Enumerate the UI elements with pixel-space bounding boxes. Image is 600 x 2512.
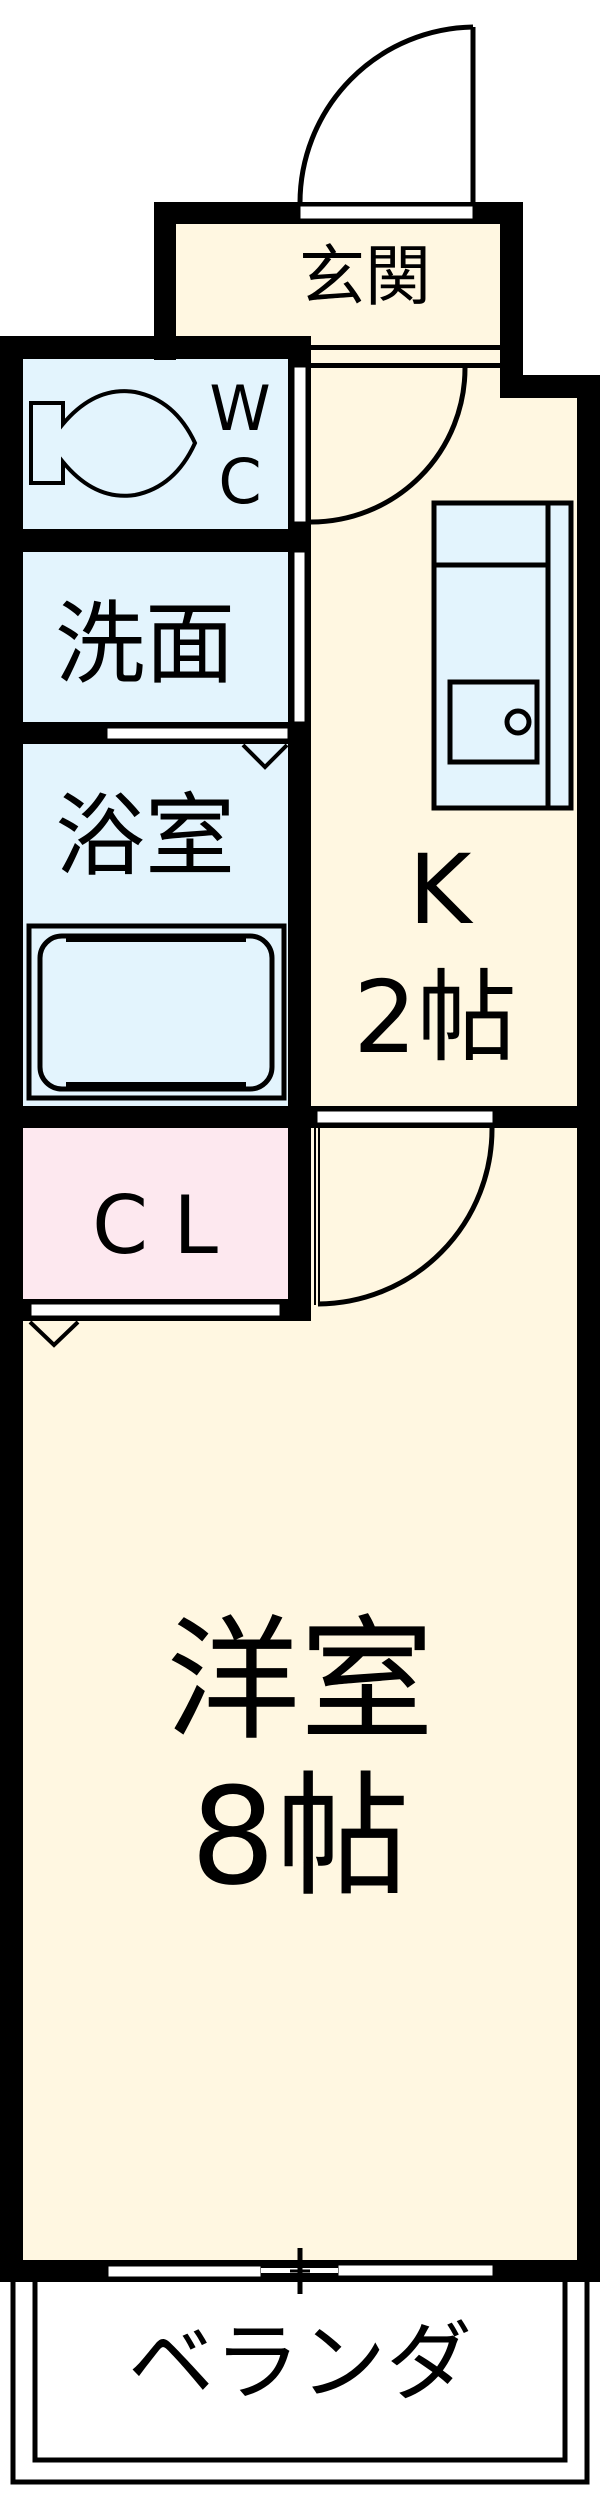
veranda-label: ベランダ xyxy=(128,2313,472,2413)
western-room-size-label: 8帖 xyxy=(190,1759,410,1915)
wall xyxy=(288,1128,311,1321)
western-room-label: 洋室 xyxy=(165,1603,434,1759)
kitchen-size-label: 2帖 xyxy=(353,959,517,1076)
senmen-floor xyxy=(23,552,288,722)
genkan-label: 玄関 xyxy=(299,238,431,315)
openings xyxy=(30,205,494,1317)
wc-label-c: C xyxy=(218,445,262,518)
kitchen-door-opening xyxy=(316,1110,494,1124)
closet-door-marker-icon xyxy=(28,1320,80,1348)
bath-door-opening xyxy=(106,727,289,740)
wall xyxy=(0,336,23,2282)
wc-label-w: W xyxy=(209,372,271,445)
bath-door-marker-icon xyxy=(241,743,289,770)
kitchen-label: K xyxy=(408,834,472,946)
closet-label: C L xyxy=(92,1179,218,1272)
walls xyxy=(0,202,600,2282)
western-room-door[interactable] xyxy=(314,1127,495,1307)
wall xyxy=(0,1106,600,1128)
bath-label: 浴室 xyxy=(55,784,235,889)
wall xyxy=(500,375,600,398)
veranda-outline xyxy=(10,2282,590,2485)
toilet-icon xyxy=(29,389,198,498)
wall xyxy=(154,202,176,360)
bathtub-icon xyxy=(26,923,287,1101)
wc-door[interactable] xyxy=(310,367,468,525)
wall xyxy=(0,529,311,552)
wall xyxy=(500,202,523,398)
entry-door-opening xyxy=(299,205,474,220)
kitchen-sink-icon xyxy=(431,500,574,811)
entry-door[interactable] xyxy=(297,24,476,206)
sliding-window-icon xyxy=(107,2248,494,2294)
closet-floor-top xyxy=(23,1128,288,1299)
wall xyxy=(577,375,600,2282)
senmen-door-opening xyxy=(293,551,306,723)
wc-door-opening xyxy=(293,366,307,523)
senmen-label: 洗面 xyxy=(55,592,235,697)
closet-door-opening xyxy=(30,1303,281,1317)
genkan-step xyxy=(311,345,500,368)
wall xyxy=(0,336,311,359)
